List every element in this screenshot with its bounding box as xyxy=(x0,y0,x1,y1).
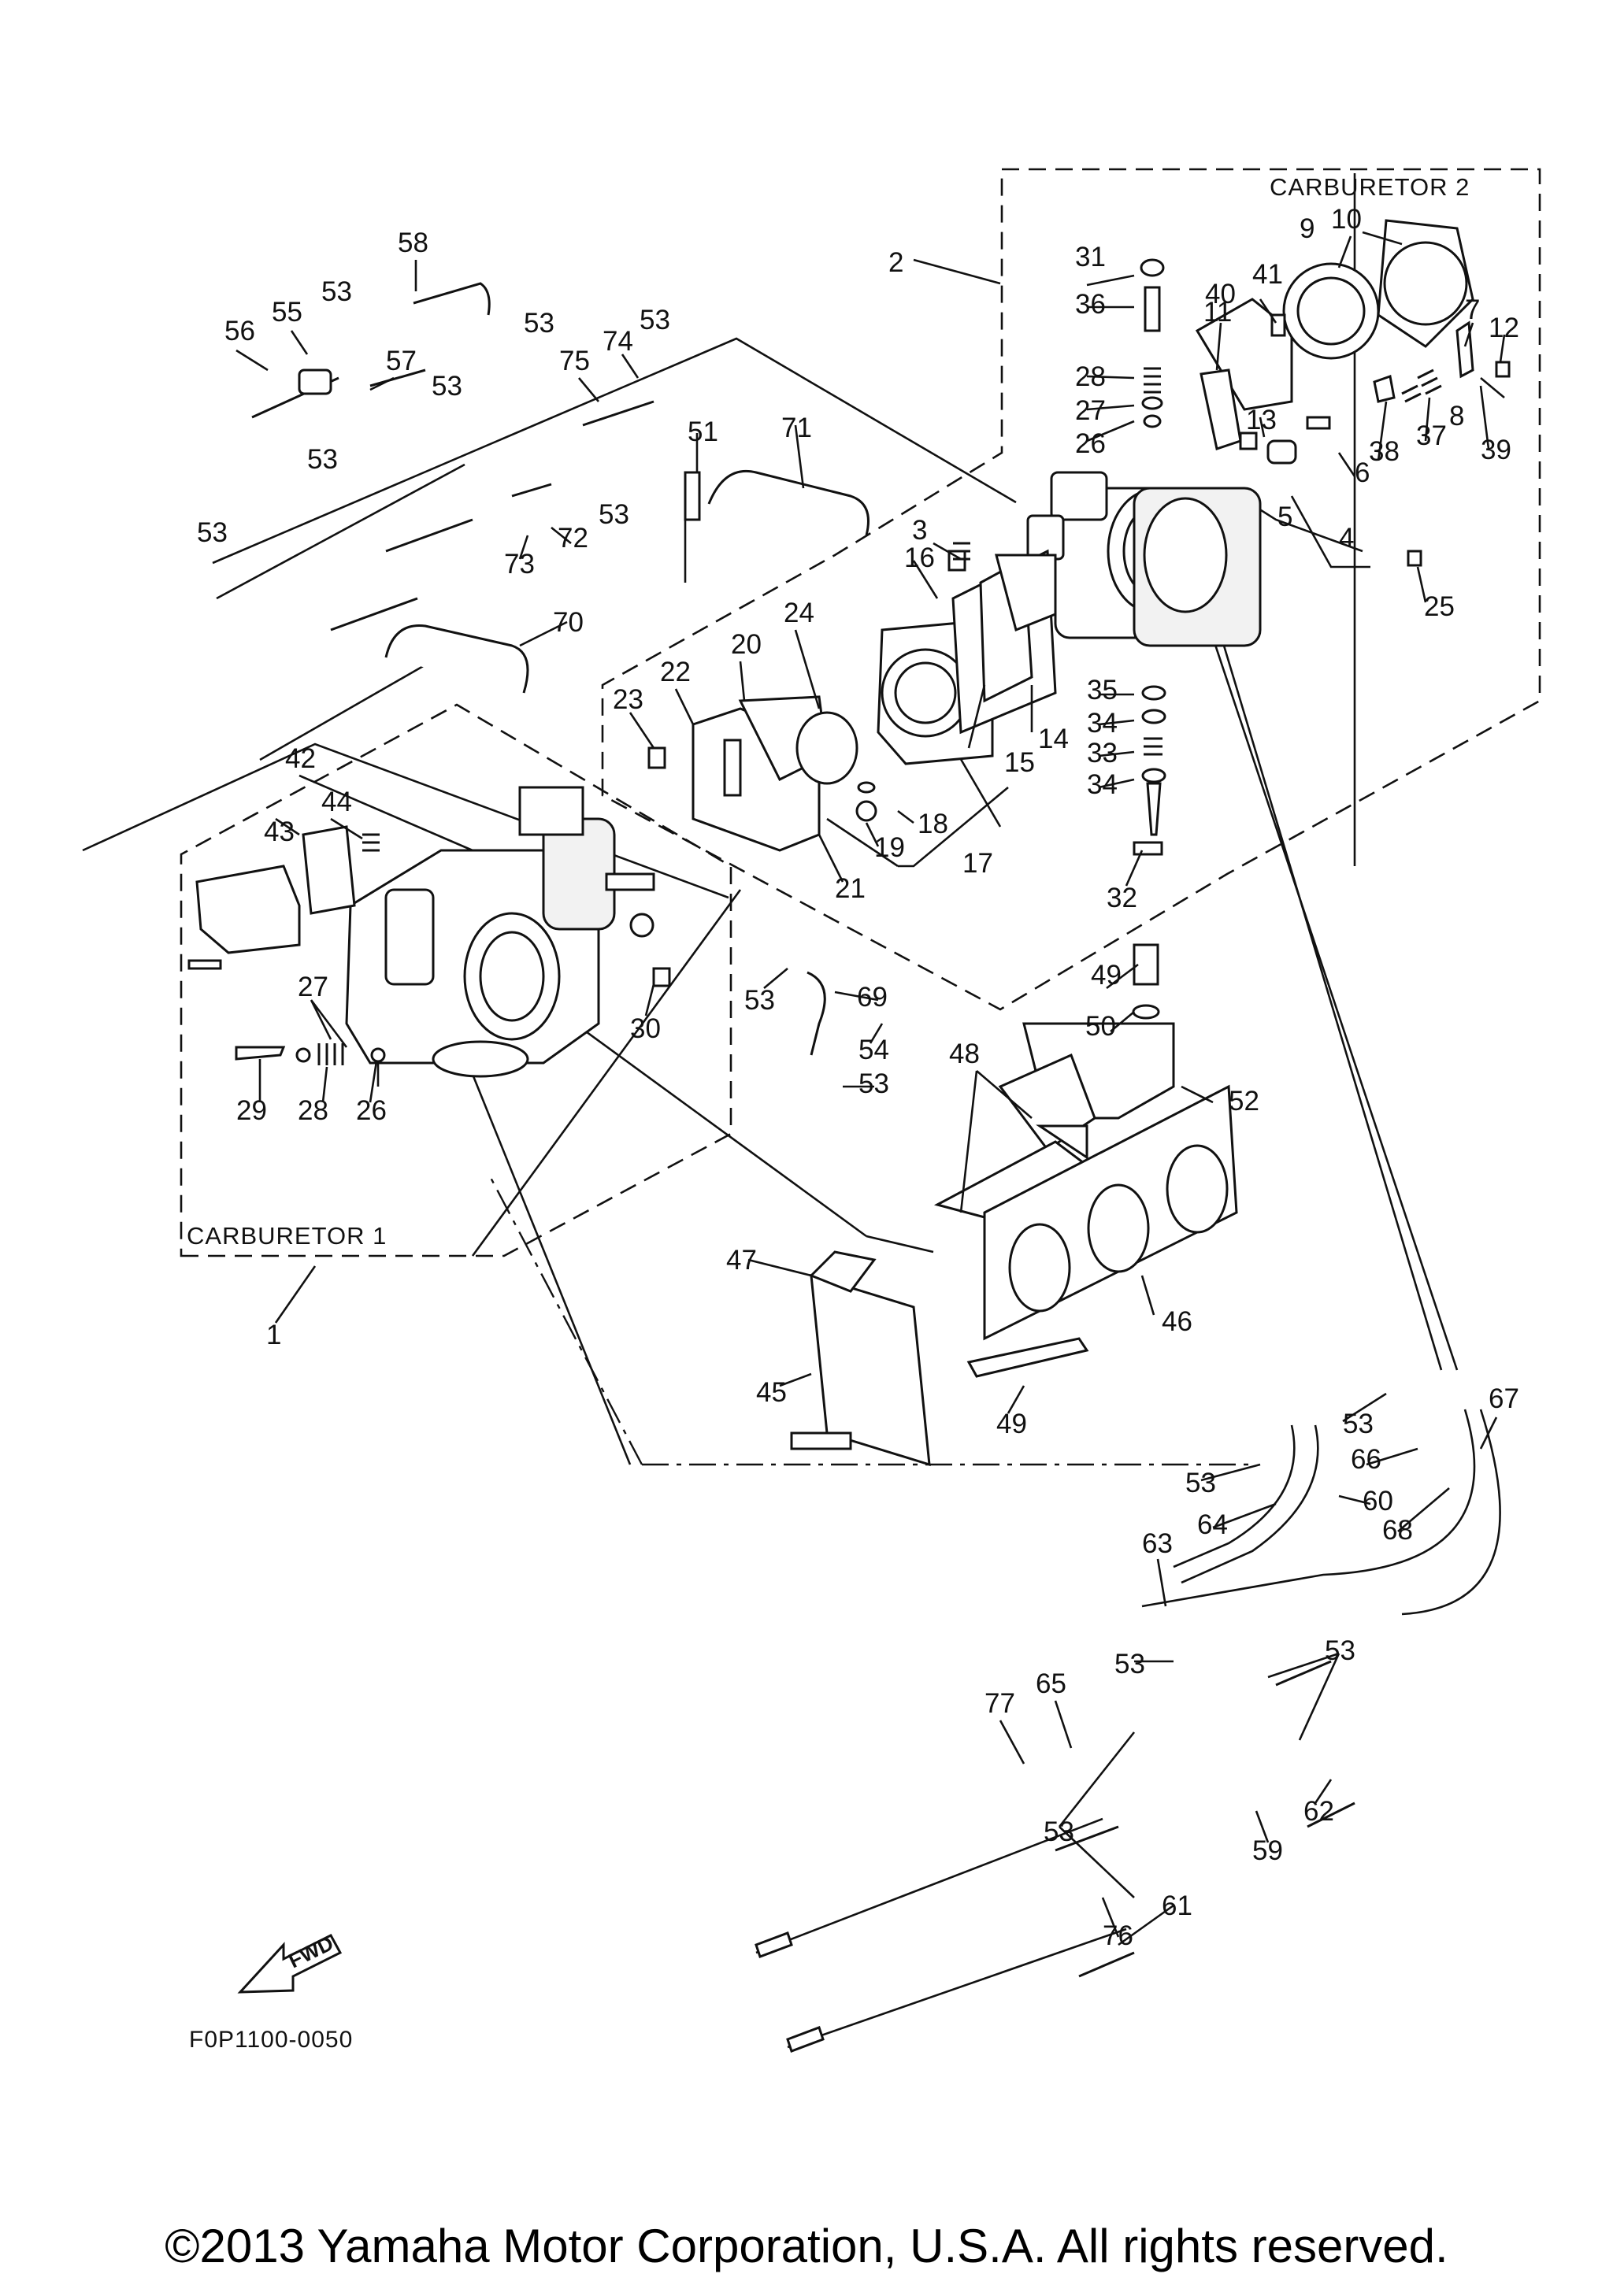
callout-48: 48 xyxy=(949,1039,980,1069)
callout-77: 77 xyxy=(984,1688,1015,1719)
callout-22: 22 xyxy=(660,657,691,687)
carburetor-2-body xyxy=(1026,471,1262,647)
carburetor-1-boundary xyxy=(180,703,732,1257)
callout-53-h: 53 xyxy=(744,985,775,1016)
callout-72: 72 xyxy=(558,523,588,554)
callout-70: 70 xyxy=(553,607,584,638)
carburetor-1-components xyxy=(187,825,671,1065)
figure-code: F0P1100-0050 xyxy=(189,2027,353,2053)
callout-32: 32 xyxy=(1107,883,1137,913)
callout-53-f: 53 xyxy=(197,517,228,548)
carburetor-2-label: CARBURETOR 2 xyxy=(1270,173,1470,201)
callout-24: 24 xyxy=(784,598,814,628)
callout-20: 20 xyxy=(731,629,762,660)
callout-74: 74 xyxy=(603,326,633,357)
intake-gasket-group-boundary xyxy=(487,1172,1252,1466)
callout-64: 64 xyxy=(1197,1509,1228,1540)
callout-38: 38 xyxy=(1369,436,1400,467)
hoses-and-fittings xyxy=(251,282,1501,1978)
callout-53-d: 53 xyxy=(432,371,462,402)
copyright-notice: ©2013 Yamaha Motor Corporation, U.S.A. A… xyxy=(165,2220,1448,2272)
callout-35: 35 xyxy=(1087,675,1118,705)
callout-46: 46 xyxy=(1162,1306,1192,1337)
callout-53-m: 53 xyxy=(1325,1635,1355,1666)
callout-52: 52 xyxy=(1229,1086,1259,1117)
callout-53-j: 53 xyxy=(1343,1409,1374,1439)
callout-25: 25 xyxy=(1424,591,1455,622)
callout-53-b: 53 xyxy=(524,308,554,339)
callout-17: 17 xyxy=(962,848,993,879)
callout-14: 14 xyxy=(1038,724,1069,754)
callout-3: 3 xyxy=(912,515,927,546)
callout-53-i: 53 xyxy=(858,1068,889,1099)
callout-39: 39 xyxy=(1481,435,1511,465)
callout-49-top: 49 xyxy=(1091,960,1122,991)
throttle-cables xyxy=(755,1817,1127,2053)
callout-5: 5 xyxy=(1277,502,1292,532)
callout-63: 63 xyxy=(1142,1528,1173,1559)
callout-50: 50 xyxy=(1085,1011,1116,1042)
callout-19: 19 xyxy=(874,832,905,863)
callout-54: 54 xyxy=(858,1035,889,1065)
fuel-pump-cover-group xyxy=(647,542,1057,852)
callout-1: 1 xyxy=(266,1320,281,1350)
leader-lines xyxy=(235,231,1506,1946)
callout-53-n: 53 xyxy=(1044,1816,1074,1847)
callout-29: 29 xyxy=(236,1095,267,1126)
intake-manifold-group xyxy=(790,943,1238,1467)
callout-53-k: 53 xyxy=(1185,1468,1216,1498)
callout-10: 10 xyxy=(1331,204,1362,235)
callout-55: 55 xyxy=(272,297,302,328)
callout-30: 30 xyxy=(630,1013,661,1044)
callout-53-a: 53 xyxy=(321,276,352,307)
callout-labels: 1 2 3 4 5 6 7 8 9 10 11 12 13 14 15 16 1… xyxy=(197,204,1519,1951)
callout-42: 42 xyxy=(285,743,316,774)
callout-9: 9 xyxy=(1300,213,1315,244)
carburetor-1-body xyxy=(345,786,655,1078)
callout-36: 36 xyxy=(1075,289,1106,320)
callout-4: 4 xyxy=(1339,523,1354,554)
callout-40: 40 xyxy=(1205,279,1236,309)
callout-23: 23 xyxy=(613,684,643,715)
callout-49-bottom: 49 xyxy=(996,1409,1027,1439)
callout-66: 66 xyxy=(1351,1444,1381,1475)
callout-27-top: 27 xyxy=(1075,395,1106,426)
callout-62: 62 xyxy=(1303,1796,1334,1827)
callout-57: 57 xyxy=(386,346,417,376)
callout-56: 56 xyxy=(224,316,255,346)
callout-6: 6 xyxy=(1355,457,1370,488)
callout-53-c: 53 xyxy=(640,305,670,335)
callout-67: 67 xyxy=(1489,1383,1519,1414)
callout-27-bottom: 27 xyxy=(298,972,328,1002)
callout-53-l: 53 xyxy=(1114,1649,1145,1679)
callout-53-e: 53 xyxy=(307,444,338,475)
callout-15: 15 xyxy=(1004,747,1035,778)
callout-18: 18 xyxy=(918,809,948,839)
carburetor-2-boundary xyxy=(601,168,1541,1011)
callout-33: 33 xyxy=(1087,738,1118,768)
callout-58: 58 xyxy=(398,228,428,258)
callout-45: 45 xyxy=(756,1377,787,1408)
callout-61: 61 xyxy=(1162,1890,1192,1921)
callout-37: 37 xyxy=(1416,420,1447,451)
callout-73: 73 xyxy=(504,549,535,580)
fwd-arrow-icon: FWD xyxy=(237,1931,343,1994)
callout-53-g: 53 xyxy=(599,499,629,530)
callout-75: 75 xyxy=(559,346,590,376)
callout-65: 65 xyxy=(1036,1668,1066,1699)
callout-11: 11 xyxy=(1203,297,1232,328)
callout-26-top: 26 xyxy=(1075,428,1106,459)
callout-21: 21 xyxy=(835,873,866,904)
callout-8: 8 xyxy=(1449,401,1464,431)
carburetor-1-label: CARBURETOR 1 xyxy=(187,1222,387,1250)
callout-31: 31 xyxy=(1075,242,1106,272)
callout-41: 41 xyxy=(1252,259,1283,290)
callout-2: 2 xyxy=(888,247,903,278)
callout-51: 51 xyxy=(688,417,718,447)
callout-60: 60 xyxy=(1363,1486,1393,1516)
callout-68: 68 xyxy=(1382,1515,1413,1546)
callout-7: 7 xyxy=(1465,294,1480,325)
